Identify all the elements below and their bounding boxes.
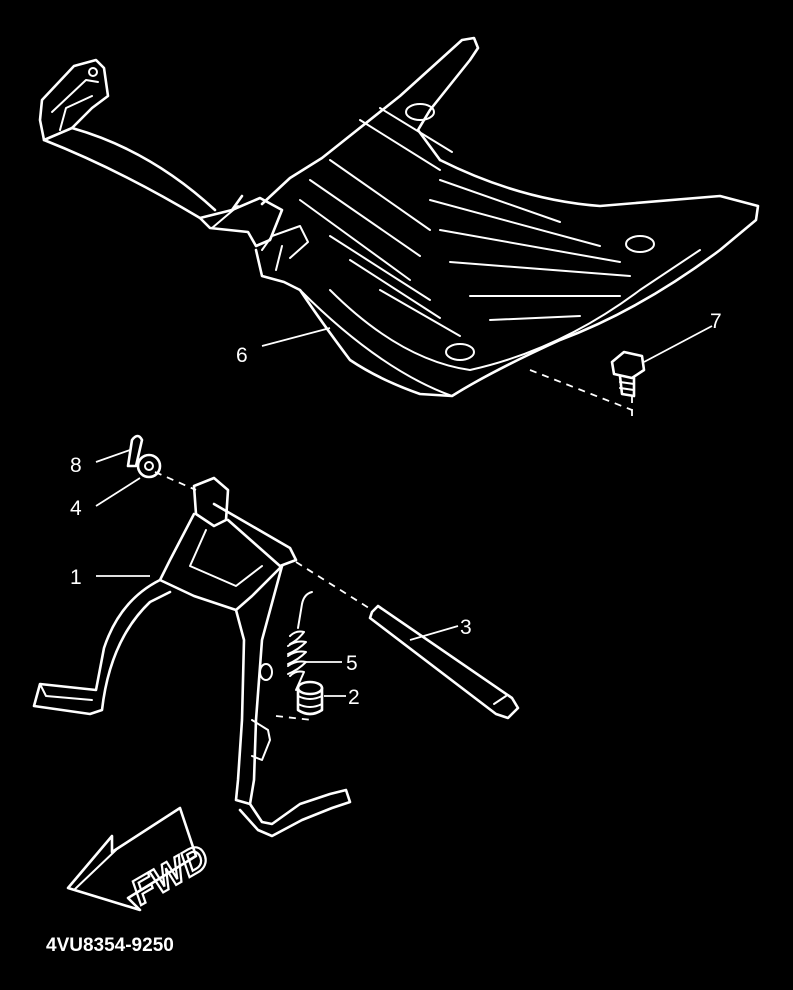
callout-1: 1	[70, 566, 82, 589]
part-7-bolt	[610, 350, 646, 398]
callout-4: 4	[70, 497, 82, 520]
part-1-main-stand	[32, 476, 352, 838]
callout-7: 7	[710, 310, 722, 333]
drawing-code: 4VU8354-9250	[46, 935, 174, 956]
callout-5: 5	[346, 652, 358, 675]
callout-2: 2	[348, 686, 360, 709]
part-8-pin	[126, 434, 144, 468]
callout-8: 8	[70, 454, 82, 477]
forward-arrow-label: FWD	[124, 836, 215, 912]
callout-3: 3	[460, 616, 472, 639]
assembly-lines	[154, 369, 633, 721]
part-6-undercover	[38, 36, 760, 398]
part-4-washer	[136, 453, 162, 479]
forward-arrow-icon	[66, 806, 198, 912]
part-5-spring	[287, 591, 313, 691]
callout-6: 6	[236, 344, 248, 367]
part-2-damper	[296, 680, 324, 716]
part-3-shaft	[368, 604, 520, 720]
leader-lines	[95, 325, 713, 697]
